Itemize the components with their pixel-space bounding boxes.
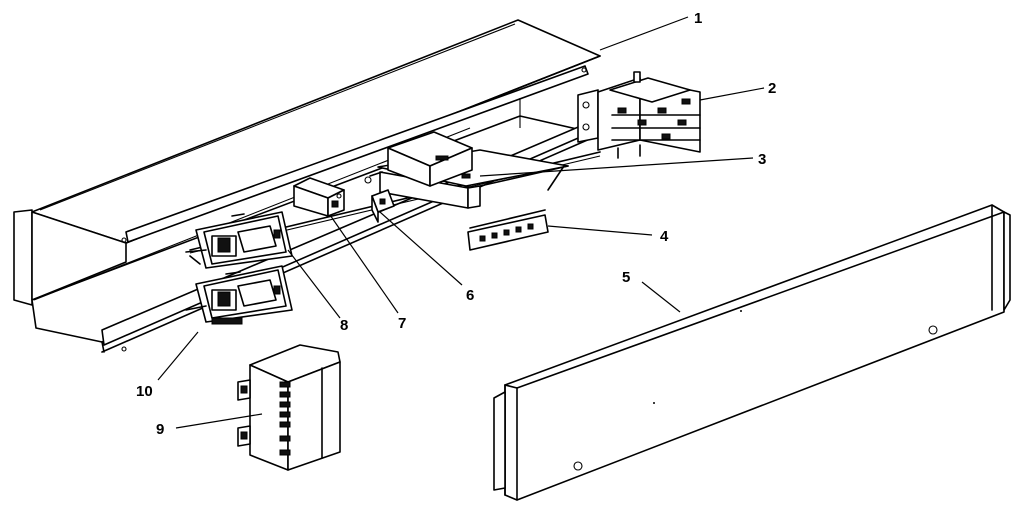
callout-6: 6 [466,287,474,304]
callout-7: 7 [398,315,406,332]
leader-10 [157,331,199,381]
callout-3: 3 [758,151,766,168]
junction-box [237,344,341,471]
leader-6 [379,211,463,286]
callout-labels: 1 2 3 4 5 6 7 8 9 10 [136,10,776,438]
leader-lines [157,16,765,429]
callout-5: 5 [622,269,630,286]
transformer [364,131,569,209]
leader-4 [547,225,653,236]
callout-10: 10 [136,383,153,400]
callout-4: 4 [660,228,669,245]
contactor-relay [577,71,701,159]
thermostat-board-upper [185,211,293,269]
leader-7 [329,214,399,314]
leader-3 [479,157,754,177]
module-box [293,177,345,217]
terminal-strip [467,209,549,251]
small-switch [371,189,395,223]
callout-9: 9 [156,421,164,438]
callout-1: 1 [694,10,702,27]
leader-5 [641,281,681,313]
leader-2 [699,87,765,101]
callout-2: 2 [768,80,776,97]
thermostat-board-lower [185,265,293,325]
callout-8: 8 [340,317,348,334]
front-cover-panel [493,204,1011,501]
leader-9 [175,413,263,429]
leader-8 [287,249,341,319]
leader-1 [599,16,689,51]
